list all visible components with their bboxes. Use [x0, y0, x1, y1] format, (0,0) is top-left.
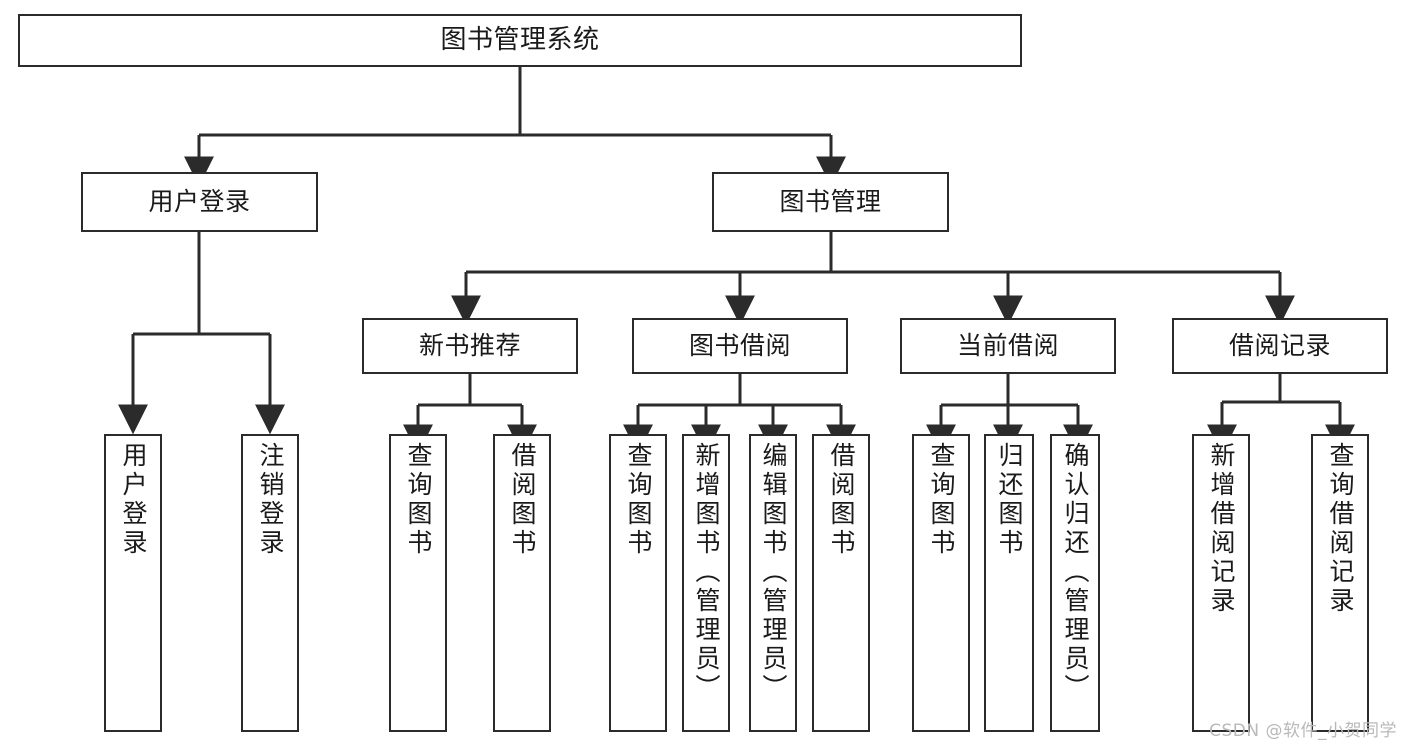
- leaf-borrow-query-book-label: 查询图书: [624, 442, 653, 558]
- leaf-current-query-book[interactable]: 查询图书: [912, 434, 970, 732]
- leaf-user-login-signout-label: 注销登录: [256, 442, 285, 558]
- leaf-borrow-query-book[interactable]: 查询图书: [609, 434, 667, 732]
- node-root-label: 图书管理系统: [440, 25, 600, 56]
- leaf-current-return-book-label: 归还图书: [995, 442, 1024, 558]
- leaf-new-book-borrow[interactable]: 借阅图书: [493, 434, 551, 732]
- node-current-borrow[interactable]: 当前借阅: [900, 318, 1116, 374]
- leaf-records-add-record-label: 新增借阅记录: [1207, 442, 1236, 616]
- node-new-book-recommend-label: 新书推荐: [418, 331, 521, 361]
- leaf-current-confirm-return-label: 确认归还（管理员）: [1061, 442, 1090, 703]
- leaf-current-return-book[interactable]: 归还图书: [984, 434, 1034, 732]
- leaf-user-login-signout[interactable]: 注销登录: [241, 434, 299, 732]
- leaf-new-book-query[interactable]: 查询图书: [389, 434, 447, 732]
- node-user-login[interactable]: 用户登录: [81, 172, 318, 232]
- leaf-user-login-signin-label: 用户登录: [119, 442, 148, 558]
- leaf-borrow-borrow-book[interactable]: 借阅图书: [812, 434, 870, 732]
- leaf-borrow-add-book-label: 新增图书（管理员）: [692, 442, 721, 703]
- leaf-current-query-book-label: 查询图书: [927, 442, 956, 558]
- node-borrow-records[interactable]: 借阅记录: [1172, 318, 1388, 374]
- node-current-borrow-label: 当前借阅: [956, 331, 1059, 361]
- leaf-new-book-query-label: 查询图书: [404, 442, 433, 558]
- node-book-borrow[interactable]: 图书借阅: [632, 318, 848, 374]
- node-new-book-recommend[interactable]: 新书推荐: [362, 318, 578, 374]
- node-book-borrow-label: 图书借阅: [688, 331, 791, 361]
- node-book-management[interactable]: 图书管理: [712, 172, 949, 232]
- node-book-management-label: 图书管理: [779, 187, 882, 217]
- leaf-borrow-edit-book-label: 编辑图书（管理员）: [759, 442, 788, 703]
- leaf-borrow-add-book[interactable]: 新增图书（管理员）: [682, 434, 730, 732]
- leaf-borrow-borrow-book-label: 借阅图书: [827, 442, 856, 558]
- leaf-user-login-signin[interactable]: 用户登录: [104, 434, 162, 732]
- node-borrow-records-label: 借阅记录: [1228, 331, 1331, 361]
- leaf-records-query-record-label: 查询借阅记录: [1326, 442, 1355, 616]
- leaf-borrow-edit-book[interactable]: 编辑图书（管理员）: [749, 434, 797, 732]
- leaf-records-query-record[interactable]: 查询借阅记录: [1311, 434, 1369, 732]
- node-user-login-label: 用户登录: [148, 187, 251, 217]
- leaf-current-confirm-return[interactable]: 确认归还（管理员）: [1050, 434, 1100, 732]
- leaf-new-book-borrow-label: 借阅图书: [508, 442, 537, 558]
- node-root[interactable]: 图书管理系统: [18, 14, 1022, 67]
- leaf-records-add-record[interactable]: 新增借阅记录: [1192, 434, 1250, 732]
- csdn-watermark: CSDN @软件_小贺同学: [1209, 721, 1397, 741]
